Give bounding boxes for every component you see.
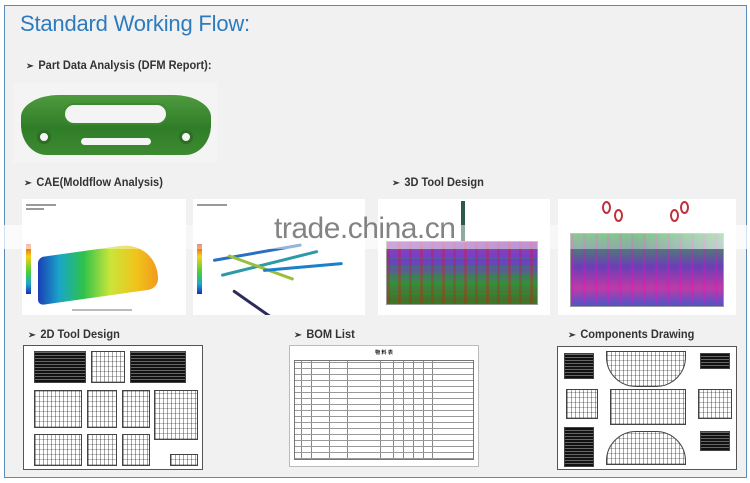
bumper-lower-grille xyxy=(81,138,151,145)
section-label-2d: ➢2D Tool Design xyxy=(28,327,120,341)
analyzed-part xyxy=(38,240,158,306)
arrow-bullet-icon: ➢ xyxy=(24,178,32,189)
page-title: Standard Working Flow: xyxy=(20,11,250,36)
fog-light-right xyxy=(179,130,193,144)
section-label-cae: ➢CAE(Moldflow Analysis) xyxy=(24,175,163,189)
lifting-ring xyxy=(614,209,623,222)
color-legend xyxy=(197,244,202,294)
color-legend xyxy=(26,244,31,294)
section-label-dfm: ➢Part Data Analysis (DFM Report): xyxy=(26,58,212,72)
lifting-ring xyxy=(602,201,611,214)
bom-table-title: 物 料 表 xyxy=(375,350,393,356)
arrow-bullet-icon: ➢ xyxy=(392,178,400,189)
arrow-bullet-icon: ➢ xyxy=(26,61,34,72)
bom-grid xyxy=(294,360,474,460)
section-label-components: ➢Components Drawing xyxy=(568,327,695,341)
arrow-bullet-icon: ➢ xyxy=(294,330,302,341)
arrow-bullet-icon: ➢ xyxy=(28,330,36,341)
bom-table-image: 物 料 表 xyxy=(289,345,479,467)
fog-light-left xyxy=(37,130,51,144)
cae-fill-image xyxy=(22,199,186,315)
3d-mold-side-image xyxy=(378,199,550,315)
bumper-grille xyxy=(63,103,168,125)
mold-assembly xyxy=(570,233,724,307)
section-label-bom: ➢BOM List xyxy=(294,327,355,341)
bumper-image xyxy=(13,83,217,163)
components-drawing-sheet xyxy=(557,346,737,470)
3d-mold-top-image xyxy=(558,199,736,315)
section-label-3d: ➢3D Tool Design xyxy=(392,175,484,189)
lifting-ring xyxy=(680,201,689,214)
2d-drawing-sheet xyxy=(23,345,203,470)
lifting-ring xyxy=(670,209,679,222)
arrow-bullet-icon: ➢ xyxy=(568,330,576,341)
cae-cooling-image xyxy=(193,199,365,315)
mold-assembly xyxy=(386,241,538,305)
